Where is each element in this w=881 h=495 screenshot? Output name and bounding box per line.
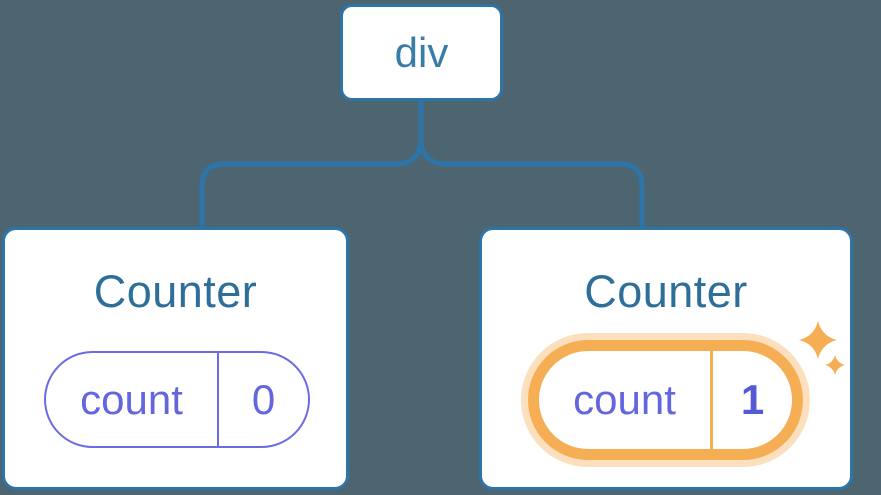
state-key-label: count [46,353,219,446]
connector-left-branch [199,100,424,228]
root-node-div: div [340,4,503,101]
sparkle-icon [799,321,845,375]
counter-card-left: Counter count 0 [2,227,349,490]
sparkle-small-icon [825,355,845,375]
state-pill-highlighted: count 1 [528,340,803,460]
sparkle-large-icon [799,321,837,359]
counter-title: Counter [584,266,748,317]
counter-card-right: Counter count 1 [479,227,853,490]
state-pill: count 0 [44,351,310,448]
counter-title: Counter [93,266,258,317]
state-key-label: count [539,351,713,449]
state-value: 1 [740,376,765,423]
state-value: 0 [251,375,276,423]
connector-right-branch [418,100,645,228]
root-node-label: div [394,28,449,76]
